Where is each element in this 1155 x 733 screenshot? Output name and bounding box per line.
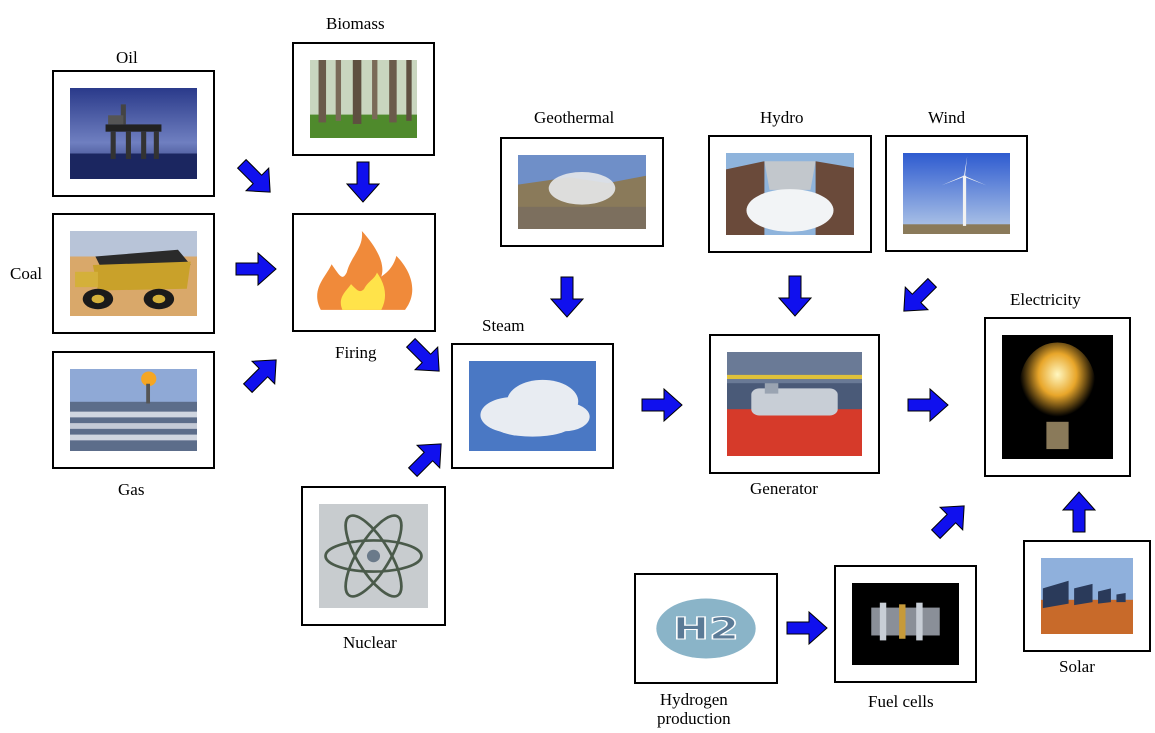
fuel-cells-node [834,565,977,683]
wind-label: Wind [928,108,966,127]
svg-text:H2: H2 [673,611,739,646]
geothermal-node [500,137,664,247]
h2-image: H2 [652,591,760,666]
arrow-coal-to-firing [234,247,278,291]
hydrogen-node: H2 [634,573,778,684]
coal-truck-image [70,231,197,316]
solar-label: Solar [1059,657,1095,676]
fuel-cells-label: Fuel cells [868,692,934,711]
solar-panels-image [1041,558,1133,634]
firing-node [292,213,436,332]
fuel-cell-image [852,583,959,665]
hydro-label: Hydro [760,108,804,127]
arrow-hydro-to-generator [773,274,817,318]
geothermal-image [518,155,646,229]
generator-node [709,334,880,474]
light-bulb-image [1002,335,1113,459]
dam-image [726,153,854,235]
oil-label: Oil [116,48,138,67]
nuclear-node [301,486,446,626]
wind-turbine-image [903,153,1010,234]
flame-image [310,231,418,314]
arrow-wind-to-generator [887,266,949,328]
arrow-steam-to-generator [640,383,684,427]
hydrogen-label-line1: Hydrogen [659,690,728,709]
wind-node [885,135,1028,252]
gas-node [52,351,215,469]
hydrogen-label: Hydrogen production [657,690,731,728]
firing-label: Firing [335,343,377,362]
steam-label: Steam [482,316,525,335]
steam-node [451,343,614,469]
oil-node [52,70,215,197]
arrow-geothermal-to-steam [545,275,589,319]
hydrogen-label-line2: production [657,709,731,728]
nuclear-label: Nuclear [343,633,397,652]
forest-image [310,60,417,138]
electricity-label: Electricity [1010,290,1081,309]
coal-label: Coal [10,264,43,283]
geothermal-label: Geothermal [534,108,615,127]
generator-label: Generator [750,479,818,498]
coal-node [52,213,215,334]
arrow-gas-to-firing [231,343,293,405]
cloud-image [469,361,596,451]
biomass-label: Biomass [326,14,385,33]
hydro-node [708,135,872,253]
biomass-node [292,42,435,156]
gas-label: Gas [118,480,145,499]
gas-pipeline-image [70,369,197,451]
arrow-hydrogen-to-fuel-cells [785,606,829,650]
arrow-solar-to-electricity [1057,490,1101,534]
arrow-firing-to-steam [394,326,456,388]
oil-rig-image [70,88,197,179]
arrow-nuclear-to-steam [396,427,458,489]
arrow-fuel-cells-to-electricity [919,489,981,551]
atom-image [319,504,428,608]
generator-image [727,352,862,456]
arrow-biomass-to-firing [341,160,385,204]
electricity-node [984,317,1131,477]
arrow-oil-to-firing [225,147,287,209]
solar-node [1023,540,1151,652]
arrow-generator-to-electricity [906,383,950,427]
